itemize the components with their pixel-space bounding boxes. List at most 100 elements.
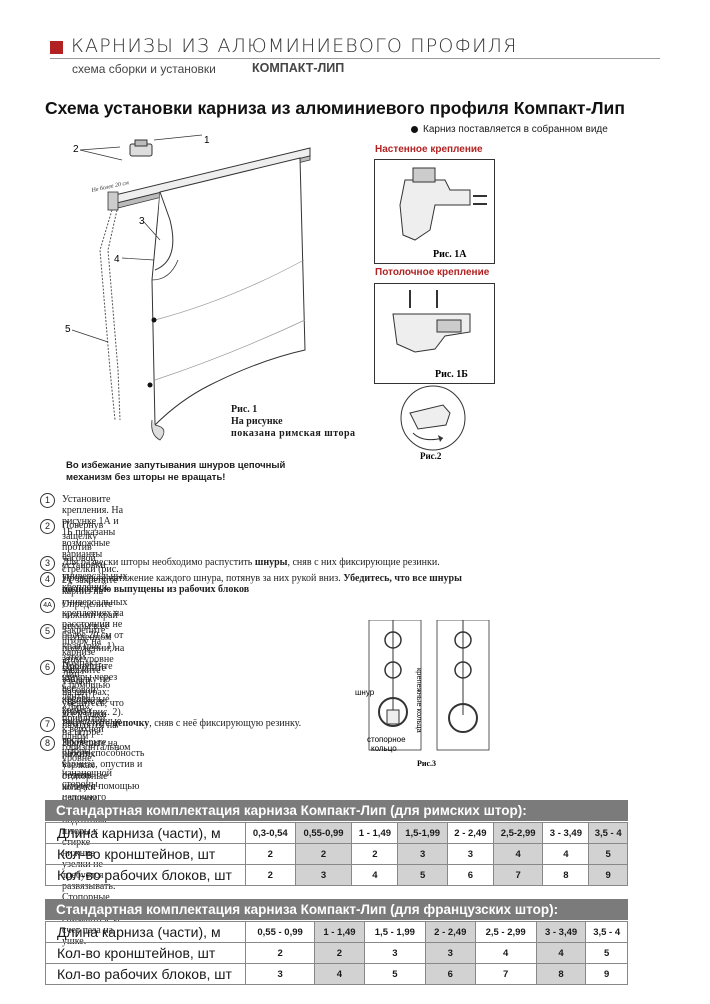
step-text: Проверьте натяжение каждого шнура, потян… (62, 573, 344, 584)
table-cell: 3 (244, 963, 316, 985)
table-french: Длина карниза (части), м 0,55 - 0,99 1 -… (45, 921, 628, 985)
callout-1: 1 (204, 135, 210, 146)
table-row: Длина карниза (части), м 0,3-0,54 0,55-0… (45, 822, 628, 844)
table-cell: 1,5-1,99 (397, 822, 448, 844)
fig3-cord-label: шнур (355, 688, 375, 697)
step-line: с помощью ленты «Лип», пришитой к верхне… (62, 680, 111, 757)
table-cell: 0,55 - 0,99 (244, 921, 316, 943)
figure-3-rings: шнур стопорное кольцо крепежные кольца Р… (355, 620, 490, 768)
table-cell: 4 (535, 942, 587, 964)
table-cell: 4 (474, 942, 537, 964)
row-label: Кол-во рабочих блоков, шт (45, 864, 246, 886)
fig1a-caption: Рис. 1А (433, 249, 467, 260)
table-cell: 3 - 3,49 (535, 921, 587, 943)
table-cell: 3 (397, 843, 448, 865)
table-cell: 3 (294, 864, 353, 886)
table-cell: 9 (585, 963, 628, 985)
step-number: 4А (40, 598, 55, 613)
fig1-caption-line2: На рисунке (231, 416, 283, 427)
table-cell: 1 - 1,49 (351, 822, 399, 844)
step-line: Определите нижний край шторы в её опущен… (62, 599, 125, 687)
step-line: на шторе. Закрепите на нижних узелках ст… (62, 727, 118, 793)
row-label: Кол-во кронштейнов, шт (45, 843, 246, 865)
table-row: Кол-во кронштейнов, шт 2 2 3 3 4 4 5 (45, 942, 628, 964)
fig2-caption: Рис.2 (420, 451, 442, 461)
fig3-caption: Рис.3 (417, 759, 436, 768)
step-number: 7 (40, 717, 55, 732)
wall-bracket-drawing: Рис. 1А (399, 167, 487, 260)
table-cell: 3,5 - 4 (585, 921, 628, 943)
ceiling-bracket-drawing: Рис. 1Б (392, 290, 471, 380)
warning-note-line1: Во избежание запутывания шнуров цепочный (66, 460, 286, 471)
header-subtitle-bold: КОМПАКТ-ЛИП (252, 61, 345, 75)
table-cell: 2 (314, 942, 365, 964)
row-label: Кол-во рабочих блоков, шт (45, 963, 246, 985)
table-cell: 3 - 3,49 (542, 822, 590, 844)
table-cell: 2 (351, 843, 399, 865)
warning-note-line2: механизм без шторы не вращать! (66, 472, 226, 483)
step-line: универсальных креплений. (62, 571, 128, 593)
ceiling-mount-label: Потолочное крепление (375, 267, 490, 278)
page-title: Схема установки карниза из алюминиевого … (45, 98, 625, 118)
table-row: Кол-во кронштейнов, шт 2 2 2 3 3 4 4 5 (45, 843, 628, 865)
step-number: 3 (40, 556, 55, 571)
assembled-note-text: Карниз поставляется в собранном виде (423, 124, 608, 135)
step-number: 5 (40, 624, 55, 639)
row-label: Кол-во кронштейнов, шт (45, 942, 246, 964)
fig1-caption-line3: показана римская штора (231, 428, 356, 439)
callout-2: 2 (73, 144, 79, 155)
table-cell: 5 (585, 942, 628, 964)
step-text-bold: полностью выпущены из рабочих блоков (62, 584, 250, 595)
step-number: 2 (40, 519, 55, 534)
table-roman-title: Стандартная комплектация карниза Компакт… (45, 800, 628, 821)
callout-3: 3 (139, 216, 145, 227)
table-cell: 3 (446, 843, 494, 865)
step-text: , сняв с неё фиксирующую резинку. (149, 718, 302, 729)
fig1b-caption: Рис. 1Б (435, 369, 468, 380)
table-cell: 5 (363, 963, 427, 985)
table-cell: 8 (542, 864, 590, 886)
header-divider (50, 58, 660, 59)
step-text-bold: шнуры (254, 557, 288, 568)
table-cell: 0,3-0,54 (245, 822, 296, 844)
table-cell: 2 (245, 843, 296, 865)
table-cell: 2,5 - 2,99 (474, 921, 537, 943)
table-cell: 5 (397, 864, 448, 886)
step-line: Проверьте работоспособность карниза, опу… (62, 737, 145, 781)
table-cell: 0,55-0,99 (294, 822, 353, 844)
header-title: КАРНИЗЫ ИЗ АЛЮМИНИЕВОГО ПРОФИЛЯ (71, 35, 518, 57)
table-cell: 5 (588, 843, 628, 865)
table-cell: 4 (314, 963, 365, 985)
table-cell: 3,5 - 4 (588, 822, 628, 844)
assembled-note: Карниз поставляется в собранном виде (411, 124, 608, 135)
row-label: Длина карниза (части), м (45, 921, 246, 943)
table-cell: 2 - 2,49 (425, 921, 476, 943)
table-cell: 3 (425, 942, 476, 964)
table-cell: 8 (535, 963, 587, 985)
step-line: креплениях на расстоянии не более 20 см … (62, 608, 124, 696)
row-label: Длина карниза (части), м (45, 822, 246, 844)
table-cell: 7 (492, 864, 544, 886)
step-line: с изнаночной стороны. (62, 757, 112, 790)
table-cell: 2 (245, 864, 296, 886)
step-line: на шнурах; убедитесь, что все узелки нах… (62, 687, 131, 764)
step-line: стрелке до упора (рис. 2). (62, 696, 124, 718)
step-text: Распустите (62, 718, 113, 729)
figure-1b-ceiling-mount: Рис. 1Б (374, 283, 495, 384)
step-number: 4 (40, 572, 55, 587)
header-red-square (50, 41, 63, 54)
step-number: 6 (40, 660, 55, 675)
step-line: Пропустите шнуры через все крепежные кол… (62, 661, 122, 727)
step-text: , сняв с них фиксирующие резинки. (287, 557, 440, 568)
table-row: Кол-во рабочих блоков, шт 3 4 5 6 7 8 9 (45, 963, 628, 985)
table-cell: 2 (244, 942, 316, 964)
step-line: Закрепите штору на карнизе Компакт-Лип (62, 625, 106, 680)
figure-1-roman-shade: Не более 20 см 1 2 3 4 5 (65, 134, 311, 441)
header-subtitle: схема сборки и установки (72, 62, 216, 76)
table-cell: 1 - 1,49 (314, 921, 365, 943)
warning-note: Во избежание запутывания шнуров цепочный… (66, 460, 316, 484)
step-text-bold: Убедитесь, что все шнуры (343, 573, 462, 584)
table-cell: 4 (542, 843, 590, 865)
table-french-title: Стандартная комплектация карниза Компакт… (45, 899, 628, 920)
table-cell: 6 (425, 963, 476, 985)
